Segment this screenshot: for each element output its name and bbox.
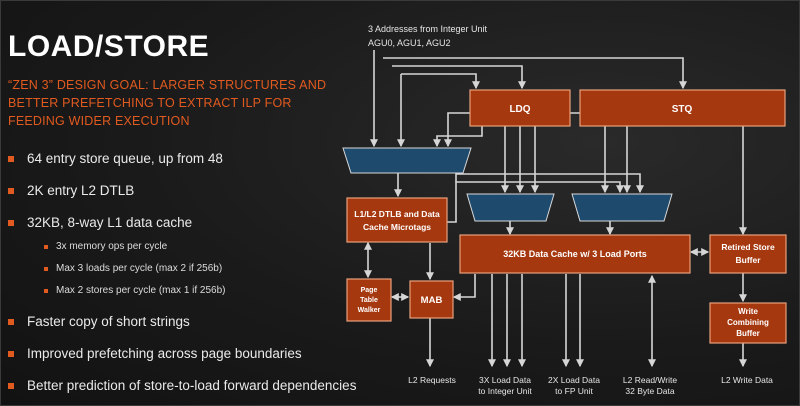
wcb-label-line: Combining: [727, 318, 769, 327]
retired-store-label-line: Buffer: [735, 255, 761, 265]
write-combining-buffer-block: Write Combining Buffer: [709, 302, 787, 344]
sub-bullet-item: Max 2 stores per cycle (max 1 if 256b): [44, 285, 226, 296]
mab-block: MAB: [409, 280, 454, 319]
output-load-fp-line: to FP Unit: [555, 386, 593, 396]
bullet-item: Faster copy of short strings: [8, 314, 190, 329]
bullet-text: 32KB, 8-way L1 data cache: [27, 215, 193, 230]
bullet-text: Better prediction of store-to-load forwa…: [27, 378, 357, 393]
sub-bullet-item: 3x memory ops per cycle: [44, 241, 167, 252]
dtlb-label-line: L1/L2 DTLB and Data: [354, 209, 440, 219]
output-l2-rw-line: L2 Read/Write: [623, 375, 677, 385]
sub-bullet-item: Max 3 loads per cycle (max 2 if 256b): [44, 263, 222, 274]
design-goal-line: “ZEN 3” DESIGN GOAL: LARGER STRUCTURES A…: [8, 78, 327, 92]
bullet-item: 2K entry L2 DTLB: [8, 183, 134, 198]
bullet-item: Improved prefetching across page boundar…: [8, 346, 302, 361]
ldq-block: LDQ: [469, 89, 571, 127]
wcb-label-line: Write: [738, 307, 758, 316]
agu-header-line: AGU0, AGU1, AGU2: [368, 38, 451, 48]
design-goal-line: BETTER PREFETCHING TO EXTRACT ILP FOR: [8, 96, 292, 110]
dtlb-block: L1/L2 DTLB and Data Cache Microtags: [346, 197, 448, 243]
output-l2-requests: L2 Requests: [408, 375, 456, 385]
agu-address-mux: [342, 147, 472, 174]
bullet-item: 32KB, 8-way L1 data cache: [8, 215, 192, 230]
bullet-text: Improved prefetching across page boundar…: [27, 346, 302, 361]
load-port-mux-a: [466, 193, 555, 222]
output-load-int-line: to Integer Unit: [478, 386, 532, 396]
bullet-marker-icon: [8, 219, 14, 226]
output-l2-rw-line: 32 Byte Data: [625, 386, 674, 396]
ptw-label-line: Table: [360, 297, 378, 304]
ptw-label-line: Walker: [358, 307, 381, 314]
bullet-item: 64 entry store queue, up from 48: [8, 151, 223, 166]
bullet-marker-icon: [8, 187, 14, 194]
bullet-marker-icon: [8, 318, 14, 325]
bullet-marker-icon: [8, 350, 14, 357]
mab-label: MAB: [421, 295, 443, 306]
retired-store-buffer-block: Retired Store Buffer: [709, 234, 787, 274]
bullet-text: 64 entry store queue, up from 48: [27, 151, 223, 166]
design-goal-line: FEEDING WIDER EXECUTION: [8, 114, 190, 128]
bullet-item: Better prediction of store-to-load forwa…: [8, 378, 356, 393]
design-goal: “ZEN 3” DESIGN GOAL: LARGER STRUCTURES A…: [8, 76, 328, 130]
stq-block: STQ: [579, 89, 786, 127]
output-load-fp-line: 2X Load Data: [548, 375, 600, 385]
sub-bullet-text: Max 3 loads per cycle (max 2 if 256b): [56, 263, 223, 274]
slide-title: LOAD/STORE: [8, 30, 210, 63]
stq-label: STQ: [672, 104, 693, 115]
bullet-marker-icon: [8, 382, 14, 389]
data-cache-label: 32KB Data Cache w/ 3 Load Ports: [503, 249, 647, 259]
bullet-marker-icon: [8, 155, 14, 162]
sub-bullet-text: Max 2 stores per cycle (max 1 if 256b): [56, 285, 226, 296]
bullet-text: Faster copy of short strings: [27, 314, 190, 329]
connector-lines: [364, 50, 747, 368]
retired-store-label-line: Retired Store: [721, 242, 775, 252]
dtlb-label-line: Cache Microtags: [363, 222, 431, 232]
sub-bullet-marker-icon: [44, 288, 48, 293]
sub-bullet-marker-icon: [44, 266, 48, 271]
data-cache-block: 32KB Data Cache w/ 3 Load Ports: [459, 234, 691, 274]
load-port-mux-b: [571, 193, 673, 222]
output-l2-write-data: L2 Write Data: [721, 375, 773, 385]
bullet-text: 2K entry L2 DTLB: [27, 183, 135, 198]
ldq-label: LDQ: [509, 104, 530, 115]
wcb-label-line: Buffer: [736, 329, 760, 338]
output-load-int-line: 3X Load Data: [479, 375, 531, 385]
sub-bullet-marker-icon: [44, 244, 48, 249]
sub-bullet-text: 3x memory ops per cycle: [56, 241, 168, 252]
agu-header-line: 3 Addresses from Integer Unit: [368, 24, 488, 34]
page-table-walker-block: Page Table Walker: [346, 278, 392, 322]
ptw-label-line: Page: [361, 287, 378, 294]
